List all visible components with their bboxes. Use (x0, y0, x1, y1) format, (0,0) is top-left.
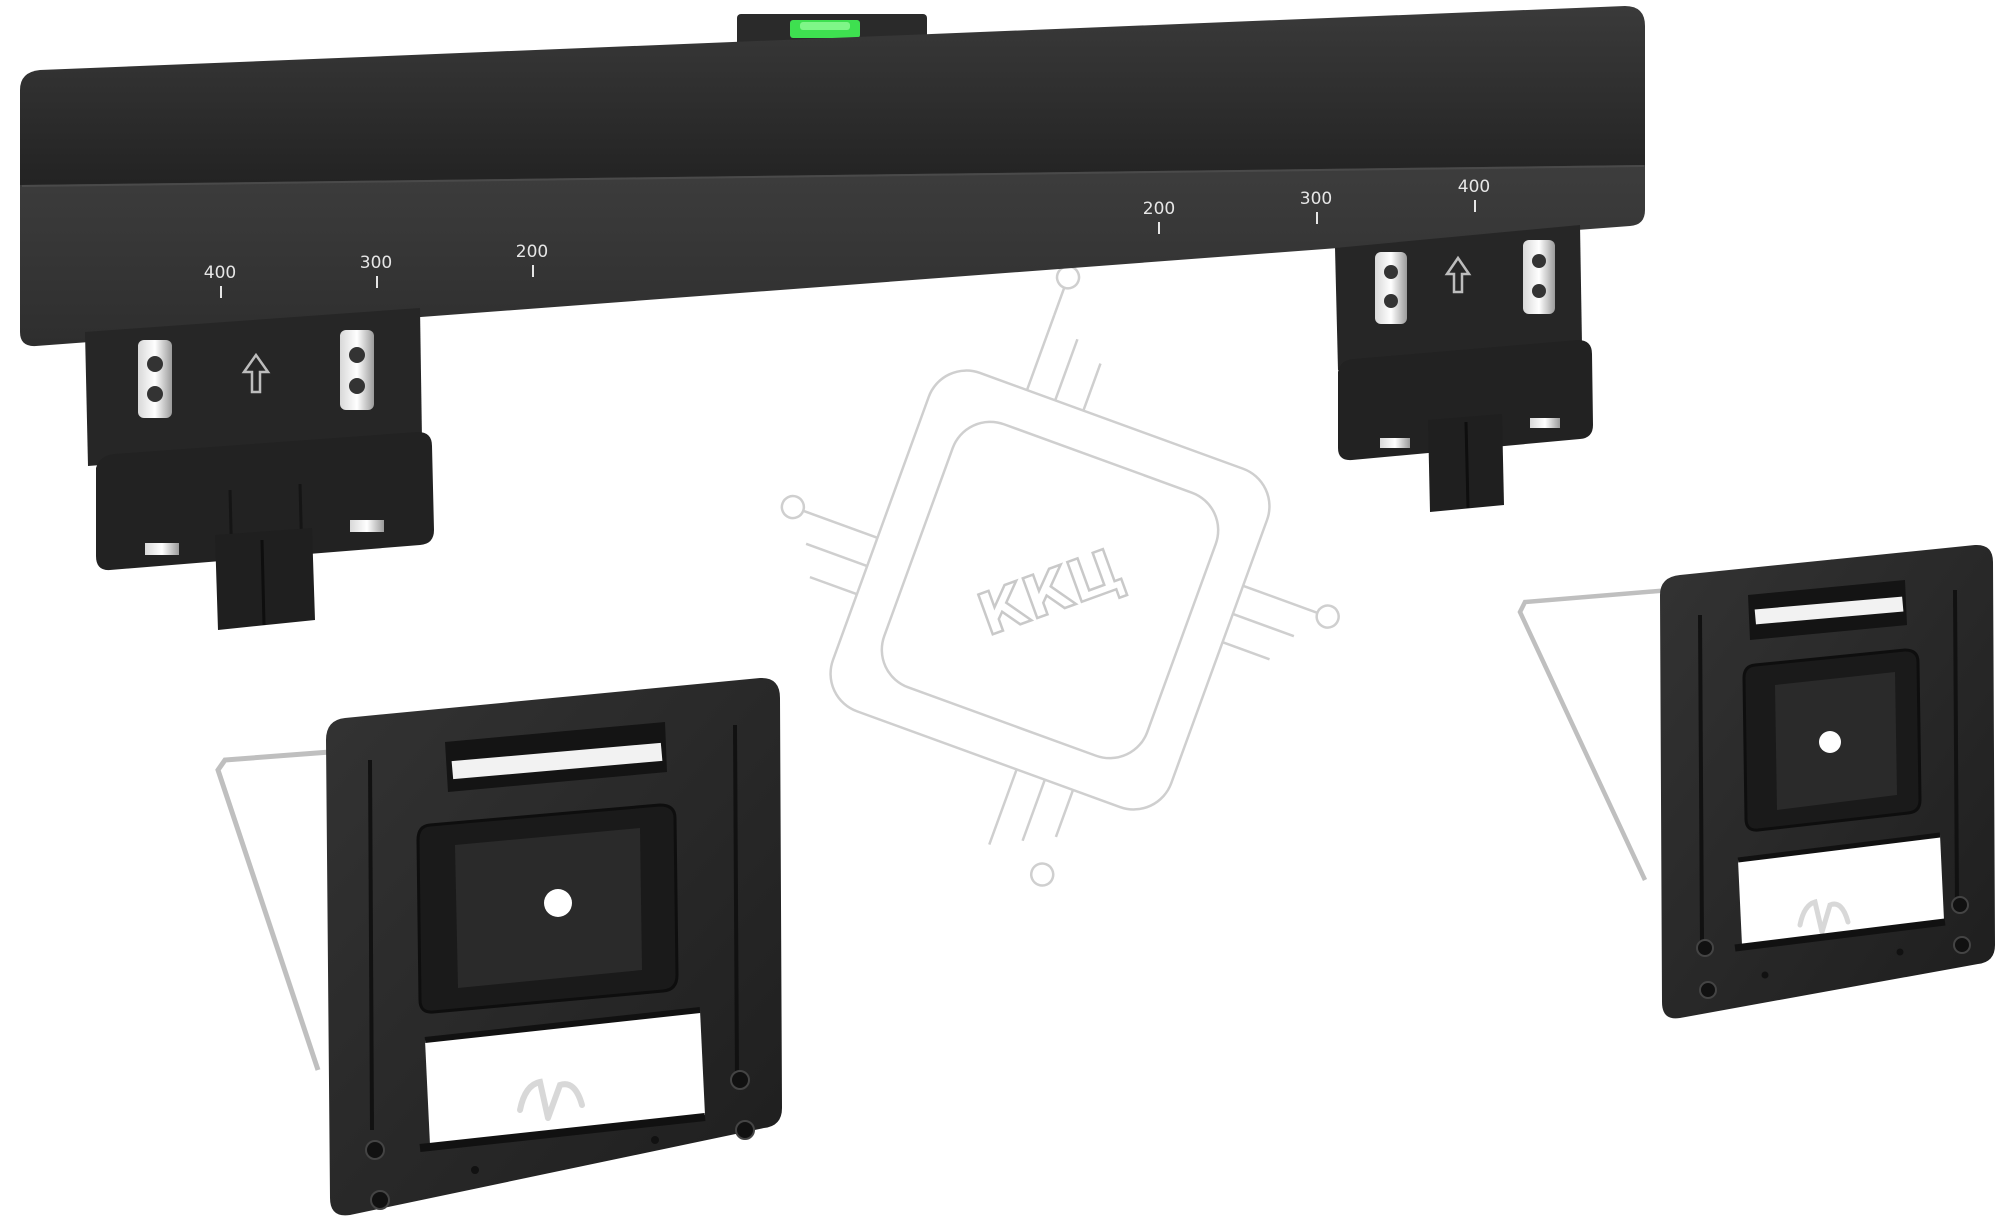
scale-label-200-left: 200 (516, 242, 548, 262)
metal-clip (340, 330, 374, 410)
mount-hole (1819, 731, 1841, 753)
scale-label-300-left: 300 (360, 253, 392, 273)
scale-label-200-right: 200 (1143, 199, 1175, 219)
metal-clip (138, 340, 172, 418)
left-slider-bracket (85, 308, 434, 630)
scale-label-300-right: 300 (1300, 189, 1332, 209)
right-scale: 200 300 400 (1143, 177, 1490, 234)
metal-clip (1523, 240, 1555, 314)
left-scale: 400 300 200 (204, 242, 548, 298)
wall-rail: 400 300 200 200 300 400 (20, 6, 1645, 347)
mount-hole (544, 889, 572, 917)
scale-label-400-left: 400 (204, 263, 236, 283)
watermark-logo: ККЦ (780, 265, 1340, 887)
arrow-up-icon (1444, 255, 1472, 294)
arrow-up-icon (241, 352, 271, 394)
watermark-text: ККЦ (969, 535, 1132, 650)
scale-label-400-right: 400 (1458, 177, 1490, 197)
right-tv-plate (1517, 544, 1995, 1019)
left-tv-plate (215, 677, 782, 1216)
right-slider-bracket (1335, 225, 1593, 512)
metal-clip (1375, 252, 1407, 324)
